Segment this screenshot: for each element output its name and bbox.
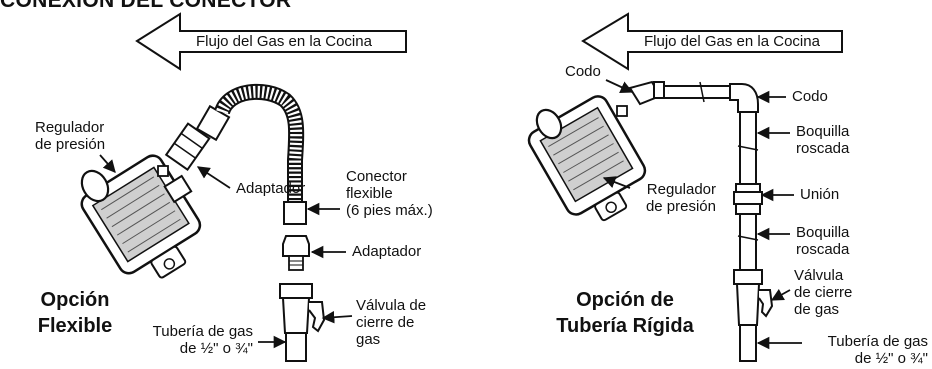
flow-direction-arrow-left: [135, 12, 407, 71]
flow-direction-arrow-right: [581, 12, 843, 71]
adapter-bottom-drawing: [282, 235, 310, 271]
page-heading: CONEXIÓN DEL CONECTOR: [0, 0, 292, 12]
pointer-arrows-right: [602, 79, 802, 350]
pressure-regulator-drawing: [80, 154, 202, 279]
label-adapter-bottom: Adaptador: [352, 243, 422, 260]
adapter-top-drawing: [164, 122, 211, 172]
label-elbow-right: Codo: [792, 88, 828, 105]
flow-arrow-label-left: Flujo del Gas en la Cocina: [196, 33, 372, 50]
label-adapter-top: Adaptador: [236, 180, 306, 197]
pointer-arrows-left: [99, 154, 353, 349]
label-union: Unión: [800, 186, 840, 203]
rigid-pipe-drawing: [628, 80, 774, 362]
shutoff-valve-drawing-left: [279, 283, 326, 362]
label-elbow-left: Codo: [565, 63, 601, 80]
regulator-vent-cap: [80, 169, 110, 203]
flexible-hose-drawing: [195, 83, 307, 225]
flow-arrow-label-right: Flujo del Gas en la Cocina: [644, 33, 820, 50]
